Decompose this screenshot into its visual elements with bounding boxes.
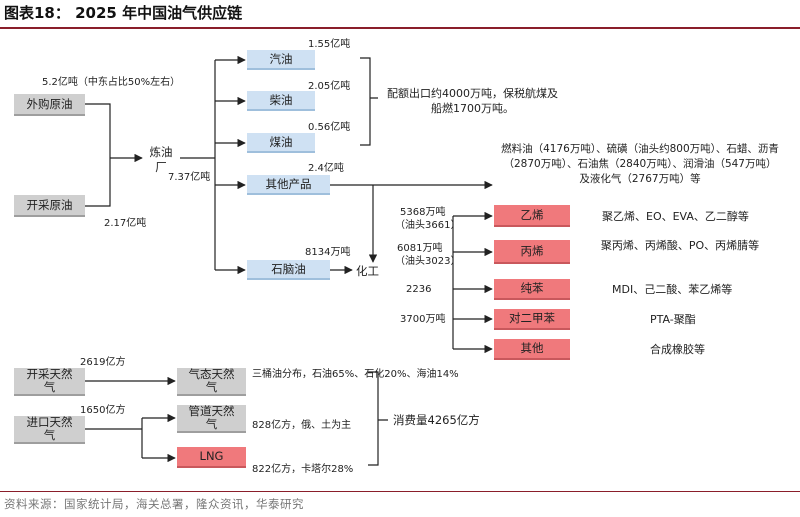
gasoline-qty: 1.55亿吨 bbox=[308, 39, 351, 50]
consumption-total: 消费量4265亿方 bbox=[393, 413, 480, 427]
import-crude-box: 外购原油 bbox=[14, 94, 85, 116]
pipeline-gas-box: 管道天然气 bbox=[177, 405, 246, 433]
others-downstream: 合成橡胶等 bbox=[650, 343, 705, 356]
domestic-crude-line bbox=[85, 158, 111, 207]
other-products-box: 其他产品 bbox=[247, 175, 330, 195]
import-gas-qty: 1650亿方 bbox=[80, 405, 126, 416]
title-divider bbox=[0, 27, 800, 29]
ethylene-qty: 5368万吨 bbox=[400, 207, 446, 218]
import-crude-line bbox=[85, 103, 111, 158]
kerosene-qty: 0.56亿吨 bbox=[308, 122, 351, 133]
gasoline-box: 汽油 bbox=[247, 50, 315, 70]
quota-note: 配额出口约4000万吨，保税航煤及船燃1700万吨。 bbox=[387, 87, 558, 115]
refinery-qty: 7.37亿吨 bbox=[168, 172, 211, 183]
diesel-qty: 2.05亿吨 bbox=[308, 81, 351, 92]
px-box: 对二甲苯 bbox=[494, 309, 570, 330]
ethylene-sub: （油头3661） bbox=[395, 220, 461, 231]
other-products-note: 燃料油（4176万吨）、硫磺（油头约800万吨）、石蜡、沥青（2870万吨）、石… bbox=[501, 143, 779, 185]
ethylene-downstream: 聚乙烯、EO、EVA、乙二醇等 bbox=[602, 210, 749, 223]
propylene-qty: 6081万吨 bbox=[397, 243, 443, 254]
source-note: 资料来源：国家统计局，海关总署，隆众资讯，华泰研究 bbox=[4, 497, 304, 511]
others-box: 其他 bbox=[494, 339, 570, 360]
propylene-downstream: 聚丙烯、丙烯酸、PO、丙烯腈等 bbox=[600, 239, 760, 252]
px-qty: 3700万吨 bbox=[400, 314, 446, 325]
refinery-label: 炼油厂 bbox=[149, 145, 173, 174]
lng-note: 822亿方，卡塔尔28% bbox=[252, 464, 354, 475]
domestic-crude-box: 开采原油 bbox=[14, 195, 85, 217]
figure-title: 图表18： 2025 年中国油气供应链 bbox=[4, 4, 243, 22]
gaseous-gas-note: 三桶油分布，石油65%、石化20%、海油14% bbox=[252, 369, 459, 380]
ethylene-box: 乙烯 bbox=[494, 205, 570, 227]
benzene-downstream: MDI、己二酸、苯乙烯等 bbox=[612, 283, 733, 296]
naphtha-box: 石脑油 bbox=[247, 260, 330, 280]
benzene-box: 纯苯 bbox=[494, 279, 570, 300]
gaseous-gas-box: 气态天然气 bbox=[177, 368, 246, 396]
benzene-qty: 2236 bbox=[406, 284, 432, 295]
propylene-sub: （油头3023） bbox=[395, 256, 461, 267]
kerosene-box: 煤油 bbox=[247, 133, 315, 153]
domestic-gas-box: 开采天然气 bbox=[14, 368, 85, 396]
px-downstream: PTA-聚酯 bbox=[650, 313, 696, 326]
quota-brace bbox=[360, 57, 378, 146]
domestic-gas-qty: 2619亿方 bbox=[80, 357, 126, 368]
import-crude-qty: 5.2亿吨（中东占比50%左右） bbox=[42, 77, 181, 88]
domestic-crude-qty: 2.17亿吨 bbox=[104, 218, 147, 229]
import-gas-box: 进口天然气 bbox=[14, 416, 85, 444]
other-products-qty: 2.4亿吨 bbox=[308, 163, 344, 174]
naphtha-qty: 8134万吨 bbox=[305, 247, 351, 258]
chemical-label: 化工 bbox=[356, 264, 379, 278]
diesel-box: 柴油 bbox=[247, 91, 315, 111]
propylene-box: 丙烯 bbox=[494, 240, 570, 264]
footer-divider bbox=[0, 491, 800, 492]
pipeline-gas-note: 828亿方，俄、土为主 bbox=[252, 420, 352, 431]
lng-box: LNG bbox=[177, 447, 246, 468]
consumption-brace bbox=[368, 371, 388, 466]
